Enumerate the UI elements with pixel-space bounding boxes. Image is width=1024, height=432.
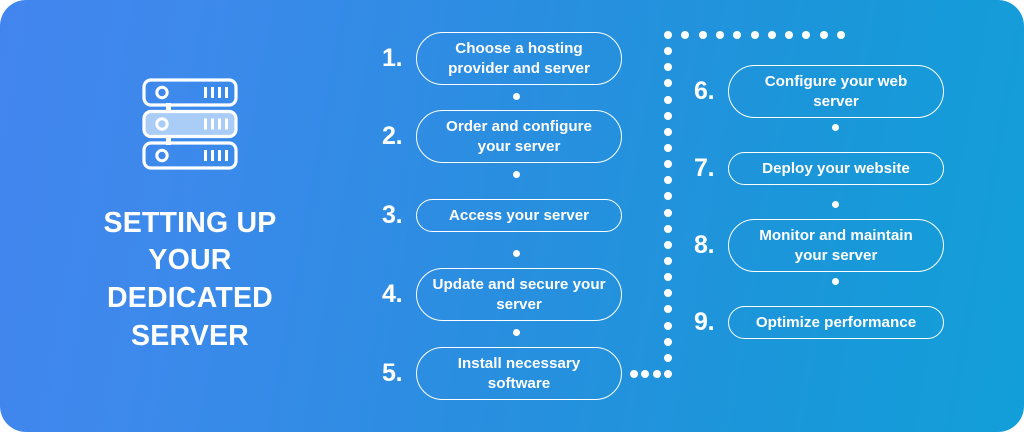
step-number-8: 8. bbox=[694, 231, 715, 259]
connector-dot-vertical-2 bbox=[664, 353, 672, 362]
step-label-5[interactable]: Install necessary software bbox=[416, 347, 622, 400]
step-label-2[interactable]: Order and configure your server bbox=[416, 110, 622, 163]
title-panel: SETTING UP YOUR DEDICATED SERVER bbox=[0, 0, 380, 432]
connector-dot-vertical-13 bbox=[664, 176, 672, 185]
step-separator-dot-8 bbox=[832, 278, 839, 285]
connector-dot-vertical-15 bbox=[664, 144, 672, 152]
step-number-2: 2. bbox=[382, 122, 403, 150]
step-item-3[interactable]: 3. Access your server bbox=[382, 185, 622, 246]
connector-dot-bottom-1 bbox=[630, 370, 638, 378]
step-label-4[interactable]: Update and secure your server bbox=[416, 268, 622, 321]
step-item-7[interactable]: 7. Deploy your website bbox=[694, 139, 944, 198]
step-number-7: 7. bbox=[694, 154, 715, 182]
step-item-2[interactable]: 2. Order and configure your server bbox=[382, 106, 622, 167]
step-label-3[interactable]: Access your server bbox=[416, 198, 622, 233]
connector-dot-vertical-20 bbox=[664, 63, 672, 72]
title-line-2: YOUR bbox=[148, 244, 232, 277]
step-separator-dot-2 bbox=[513, 171, 520, 178]
step-number-1: 1. bbox=[382, 44, 403, 72]
connector-dot-vertical-21 bbox=[664, 47, 672, 56]
connector-dot-vertical-16 bbox=[664, 127, 672, 136]
connector-dot-vertical-11 bbox=[664, 208, 672, 217]
connector-dot-vertical-8 bbox=[664, 257, 672, 265]
connector-dot-vertical-1 bbox=[664, 370, 672, 378]
step-label-6[interactable]: Configure your web server bbox=[728, 65, 944, 118]
connector-dot-vertical-22 bbox=[664, 31, 672, 39]
step-item-6[interactable]: 6. Configure your web server bbox=[694, 62, 944, 121]
step-label-1[interactable]: Choose a hosting provider and server bbox=[416, 32, 622, 85]
connector-dot-vertical-4 bbox=[664, 321, 672, 330]
title-line-3: DEDICATED bbox=[107, 282, 273, 314]
step-number-5: 5. bbox=[382, 359, 403, 387]
steps-column-one: 1. Choose a hosting provider and server … bbox=[382, 0, 622, 432]
step-item-1[interactable]: 1. Choose a hosting provider and server bbox=[382, 28, 622, 89]
step-label-9[interactable]: Optimize performance bbox=[728, 305, 944, 340]
step-item-4[interactable]: 4. Update and secure your server bbox=[382, 264, 622, 325]
step-separator-dot-4 bbox=[513, 329, 520, 336]
connector-dot-vertical-3 bbox=[664, 337, 672, 346]
connector-dot-vertical-12 bbox=[664, 192, 672, 201]
connector-dot-vertical-6 bbox=[664, 289, 672, 298]
connector-dot-vertical-18 bbox=[664, 95, 672, 104]
step-separator-dot-3 bbox=[513, 250, 520, 257]
connector-dot-vertical-14 bbox=[664, 160, 672, 169]
step-item-9[interactable]: 9. Optimize performance bbox=[694, 293, 944, 352]
steps-column-two: 6. Configure your web server 7. Deploy y… bbox=[694, 0, 944, 432]
step-number-4: 4. bbox=[382, 280, 403, 308]
connector-dot-bottom-3 bbox=[652, 370, 661, 378]
step-number-9: 9. bbox=[694, 308, 715, 336]
page-title: SETTING UP YOUR DEDICATED SERVER bbox=[40, 205, 340, 355]
connector-dot-vertical-19 bbox=[664, 79, 672, 88]
step-number-6: 6. bbox=[694, 77, 715, 105]
connector-dot-vertical-7 bbox=[664, 273, 672, 282]
step-number-3: 3. bbox=[382, 201, 403, 229]
step-separator-dot-7 bbox=[832, 201, 839, 208]
title-line-1: SETTING UP bbox=[103, 206, 277, 239]
connector-dot-vertical-5 bbox=[664, 305, 672, 314]
connector-dot-vertical-10 bbox=[664, 224, 672, 233]
step-separator-dot-6 bbox=[832, 124, 839, 131]
connector-dot-vertical-9 bbox=[664, 240, 672, 249]
step-label-8[interactable]: Monitor and maintain your server bbox=[728, 219, 944, 272]
server-rack-icon bbox=[142, 78, 238, 170]
connector-dot-vertical-17 bbox=[664, 111, 672, 120]
connector-dot-top-1 bbox=[681, 31, 690, 39]
step-item-8[interactable]: 8. Monitor and maintain your server bbox=[694, 216, 944, 275]
title-line-4: SERVER bbox=[131, 319, 249, 352]
step-item-5[interactable]: 5. Install necessary software bbox=[382, 343, 622, 404]
step-separator-dot-1 bbox=[513, 93, 520, 100]
step-label-7[interactable]: Deploy your website bbox=[728, 151, 944, 186]
connector-dot-bottom-2 bbox=[641, 370, 650, 378]
